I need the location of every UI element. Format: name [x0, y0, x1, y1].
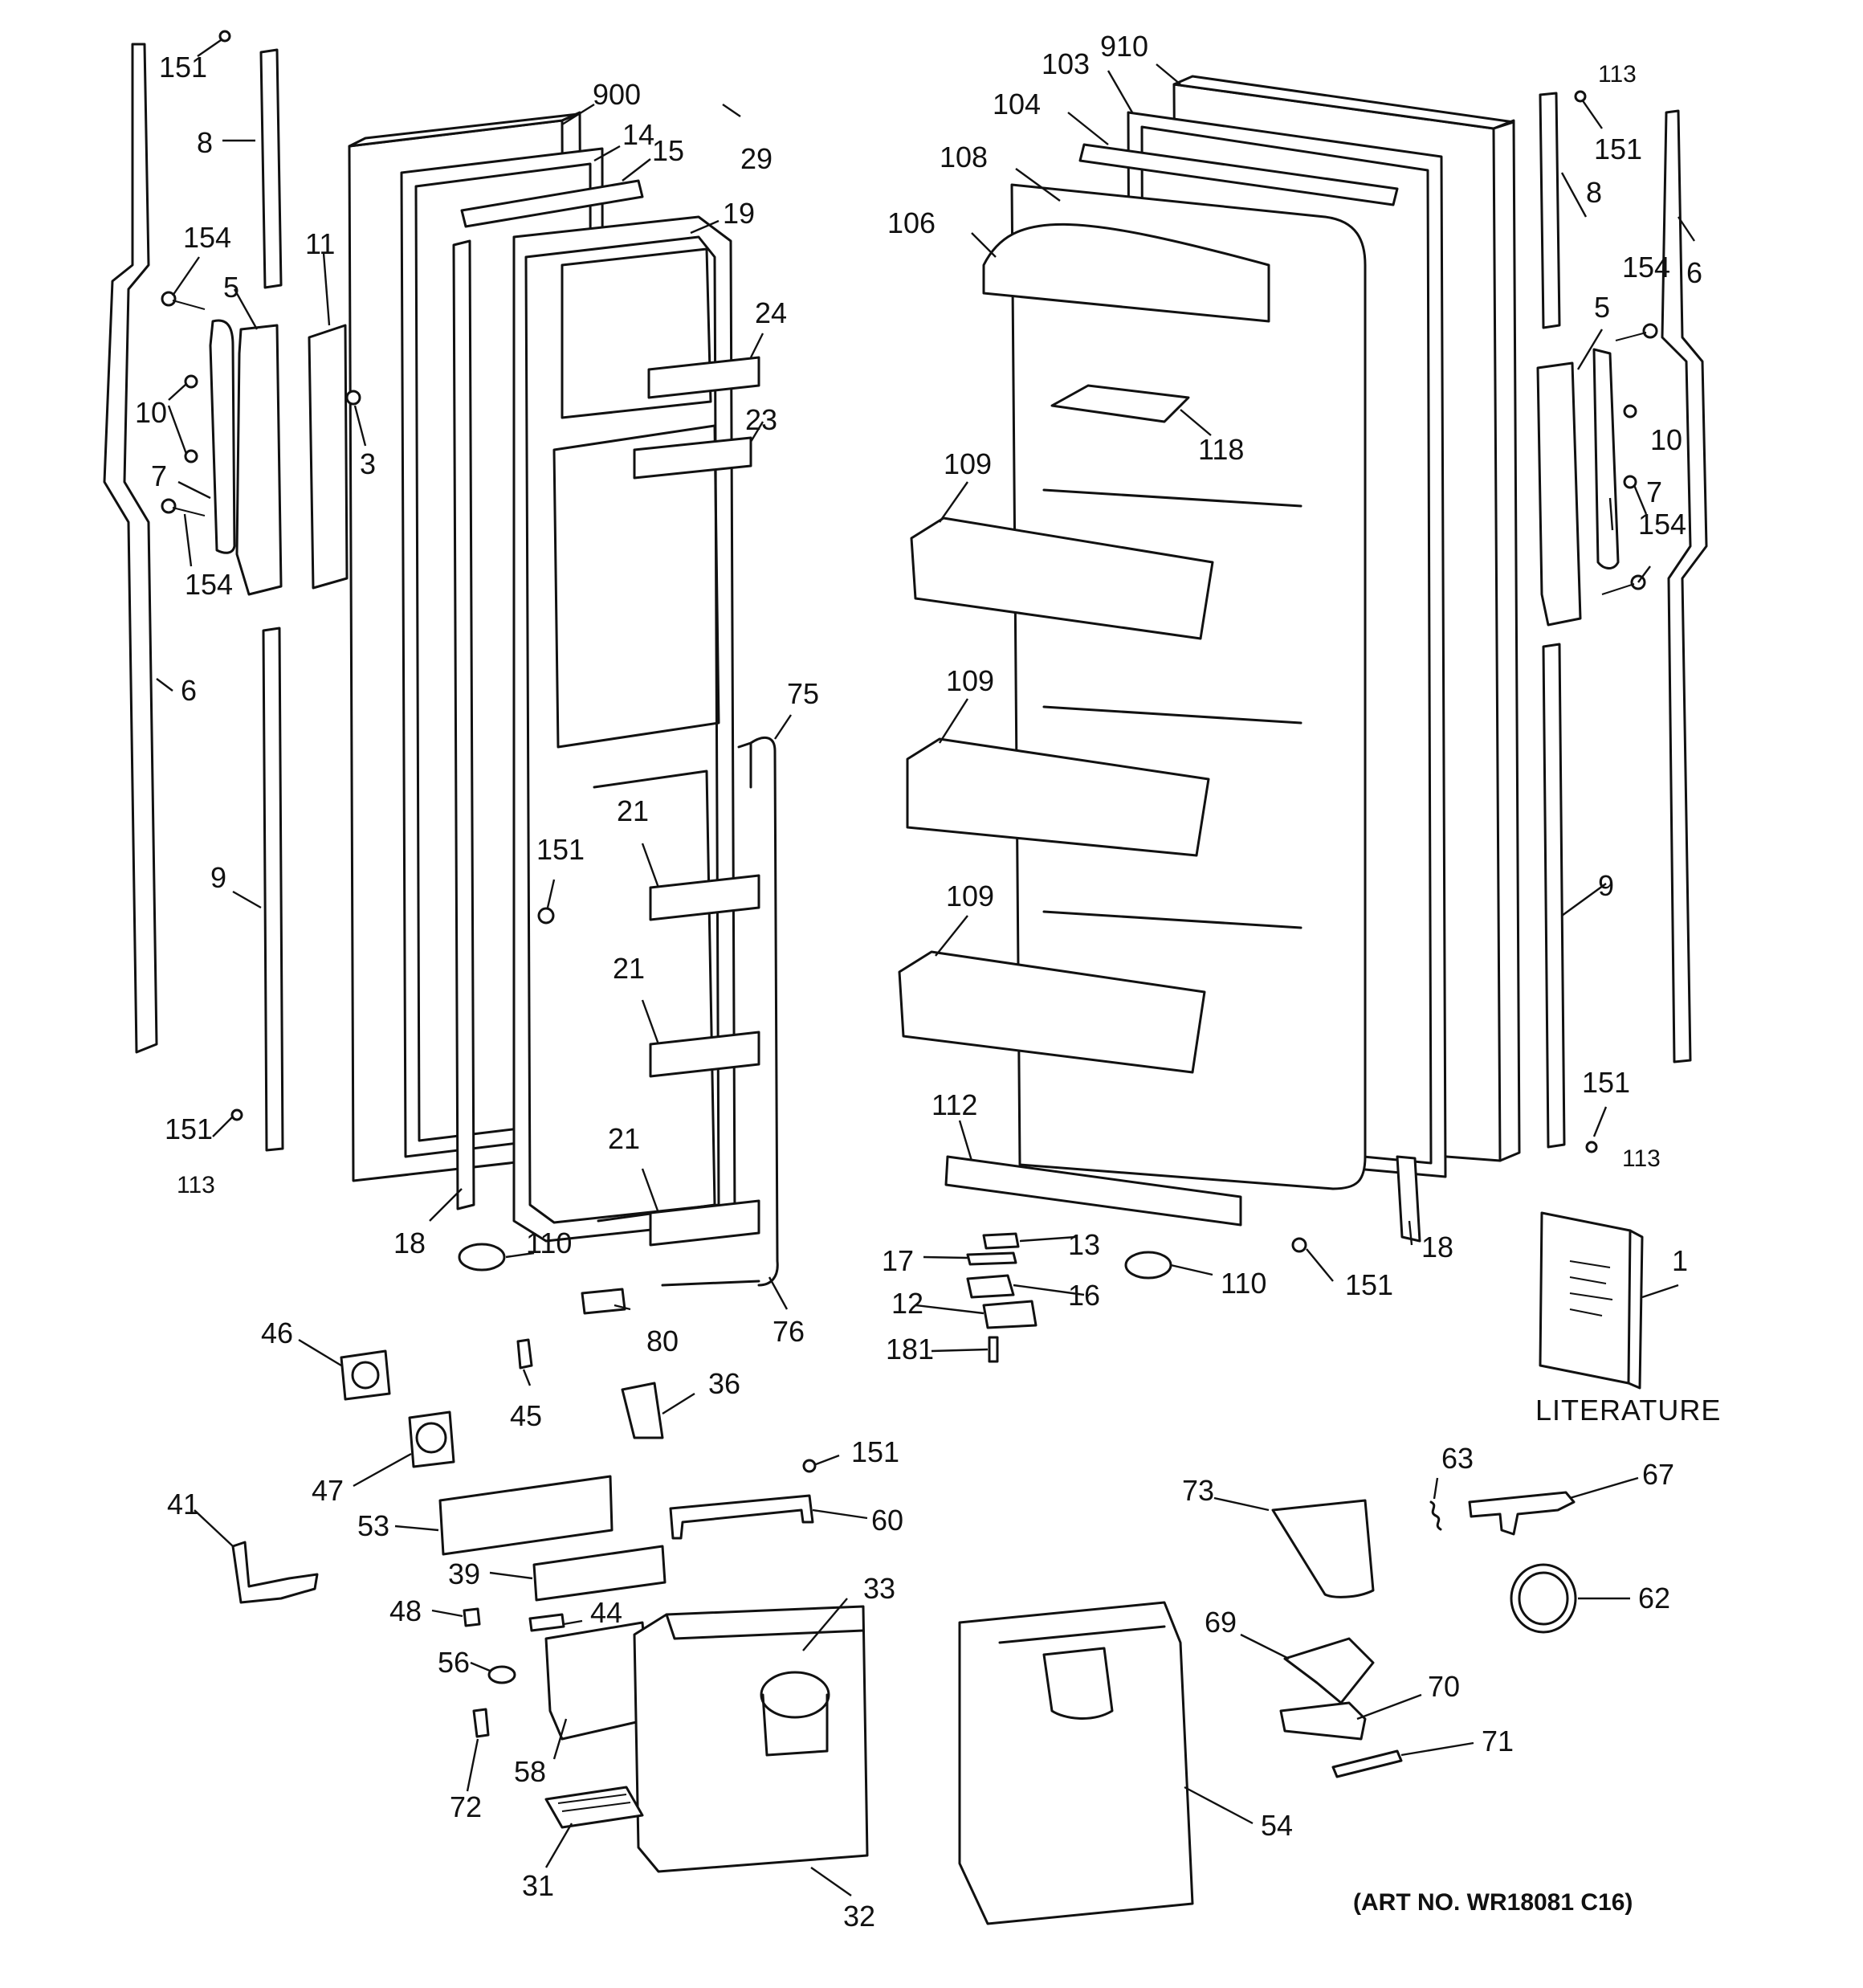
- callout-67: 67: [1642, 1458, 1674, 1491]
- callout-1: 1: [1672, 1244, 1688, 1277]
- callout-23: 23: [745, 403, 777, 436]
- callout-76: 76: [773, 1315, 805, 1348]
- literature-label: LITERATURE: [1535, 1394, 1721, 1427]
- callout-113: 113: [177, 1172, 215, 1198]
- callout-69: 69: [1205, 1606, 1237, 1639]
- callout-14: 14: [622, 118, 654, 151]
- callout-106: 106: [887, 206, 936, 239]
- callout-48: 48: [389, 1594, 422, 1627]
- callout-18: 18: [393, 1227, 426, 1259]
- art-number: (ART NO. WR18081 C16): [1353, 1889, 1633, 1916]
- callout-103: 103: [1042, 47, 1090, 80]
- callout-7: 7: [1646, 476, 1662, 508]
- callout-112: 112: [932, 1088, 977, 1121]
- callout-154: 154: [183, 221, 231, 254]
- callout-73: 73: [1182, 1474, 1214, 1507]
- callout-10: 10: [135, 396, 167, 429]
- callout-154: 154: [185, 568, 233, 601]
- literature-booklet: [1539, 1211, 1644, 1390]
- callout-39: 39: [448, 1557, 480, 1590]
- callout-32: 32: [843, 1900, 875, 1933]
- callout-labels: 151 8 154 5 11 10 3 7 154 6 9 151 113 90…: [135, 30, 1721, 1933]
- callout-7: 7: [151, 459, 167, 492]
- callout-8: 8: [1586, 176, 1602, 209]
- callout-6: 6: [181, 674, 197, 707]
- callout-60: 60: [871, 1504, 903, 1537]
- fresh-food-door-assembly: [898, 75, 1521, 1363]
- callout-11: 11: [305, 227, 335, 260]
- callout-18: 18: [1421, 1231, 1453, 1263]
- callout-910: 910: [1100, 30, 1148, 63]
- callout-104: 104: [993, 88, 1041, 120]
- callout-9: 9: [210, 861, 226, 894]
- callout-21: 21: [613, 952, 645, 985]
- callout-47: 47: [312, 1474, 344, 1507]
- callout-151: 151: [536, 833, 585, 866]
- callout-72: 72: [450, 1790, 482, 1823]
- callout-63: 63: [1441, 1442, 1474, 1475]
- right-handle-parts: [1536, 90, 1708, 1153]
- callout-10: 10: [1650, 423, 1682, 456]
- callout-151: 151: [165, 1112, 213, 1145]
- callout-41: 41: [167, 1488, 199, 1521]
- callout-181: 181: [886, 1333, 934, 1365]
- callout-151: 151: [1582, 1066, 1630, 1099]
- callout-56: 56: [438, 1646, 470, 1679]
- callout-58: 58: [514, 1755, 546, 1788]
- callout-113: 113: [1598, 61, 1637, 88]
- callout-113: 113: [1622, 1145, 1661, 1172]
- callout-44: 44: [590, 1596, 622, 1629]
- callout-80: 80: [646, 1325, 679, 1357]
- callout-900: 900: [593, 78, 641, 111]
- callout-108: 108: [940, 141, 988, 173]
- callout-151: 151: [159, 51, 207, 84]
- callout-154: 154: [1622, 251, 1670, 284]
- callout-110: 110: [1221, 1267, 1266, 1300]
- callout-33: 33: [863, 1572, 895, 1605]
- callout-46: 46: [261, 1316, 293, 1349]
- callout-8: 8: [197, 126, 213, 159]
- callout-12: 12: [891, 1287, 923, 1320]
- callout-45: 45: [510, 1399, 542, 1432]
- callout-118: 118: [1198, 433, 1244, 466]
- callout-9: 9: [1598, 869, 1614, 902]
- callout-21: 21: [617, 794, 649, 827]
- callout-5: 5: [223, 271, 239, 304]
- callout-109: 109: [946, 880, 994, 912]
- callout-21: 21: [608, 1122, 640, 1155]
- callout-71: 71: [1482, 1725, 1514, 1757]
- callout-54: 54: [1261, 1809, 1293, 1842]
- dispenser-parts: [231, 1338, 1577, 1925]
- callout-16: 16: [1068, 1279, 1100, 1312]
- callout-70: 70: [1428, 1670, 1460, 1703]
- callout-6: 6: [1686, 256, 1702, 289]
- callout-151: 151: [1345, 1268, 1393, 1301]
- callout-5: 5: [1594, 291, 1610, 324]
- callout-109: 109: [944, 447, 992, 480]
- callout-53: 53: [357, 1509, 389, 1542]
- callout-110: 110: [526, 1227, 572, 1259]
- callout-17: 17: [882, 1244, 914, 1277]
- callout-154: 154: [1638, 508, 1686, 541]
- freezer-door-assembly: [348, 111, 779, 1315]
- callout-leaders: [156, 39, 1695, 1896]
- callout-15: 15: [652, 134, 684, 167]
- callout-31: 31: [522, 1869, 554, 1902]
- callout-62: 62: [1638, 1582, 1670, 1614]
- callout-75: 75: [787, 677, 819, 710]
- callout-24: 24: [755, 296, 787, 329]
- callout-109: 109: [946, 664, 994, 697]
- callout-19: 19: [723, 197, 755, 230]
- left-handle-parts: [103, 30, 361, 1152]
- callout-13: 13: [1068, 1228, 1100, 1261]
- callout-151: 151: [851, 1435, 899, 1468]
- callout-36: 36: [708, 1367, 740, 1400]
- callout-29: 29: [740, 142, 773, 175]
- callout-151: 151: [1594, 133, 1642, 165]
- callout-3: 3: [360, 447, 376, 480]
